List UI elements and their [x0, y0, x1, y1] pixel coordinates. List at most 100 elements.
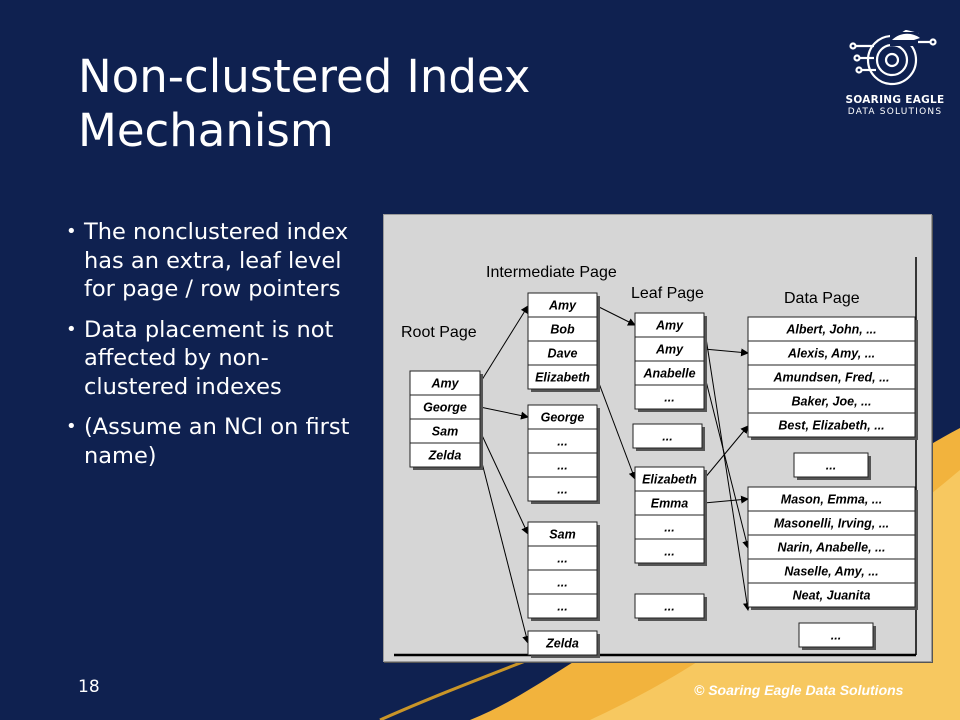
- bullet-item: (Assume an NCI on first name): [64, 413, 364, 470]
- cell-box: [634, 360, 705, 386]
- cell-box: [527, 316, 598, 342]
- page-number: 18: [78, 677, 100, 697]
- cell-box: [527, 428, 598, 454]
- cell-label: Albert, John, ...: [785, 323, 876, 337]
- cell-box: [527, 364, 598, 390]
- cell-label: Masonelli, Irving, ...: [774, 517, 889, 531]
- cell-box: [527, 292, 598, 318]
- cell-label: Sam: [432, 425, 458, 439]
- cell-label: Sam: [549, 528, 575, 542]
- pointer-arrow: [596, 377, 637, 480]
- cell-box: [634, 466, 705, 492]
- cell-box: [527, 545, 598, 571]
- cell-box: [632, 423, 703, 449]
- title-line-1: Non-clustered Index: [78, 50, 531, 103]
- pointer-arrow: [703, 495, 749, 504]
- pointer-arrow: [479, 454, 531, 644]
- cell-label: Zelda: [428, 449, 462, 463]
- cell-box: [409, 442, 481, 468]
- cell-label: ...: [664, 391, 674, 405]
- cell-label: Neat, Juanita: [793, 589, 871, 603]
- cell-label: Alexis, Amy, ...: [787, 347, 875, 361]
- pointer-arrow: [703, 425, 749, 480]
- page-boxes: AmyGeorgeSamZeldaAmyBobDaveElizabethGeor…: [409, 292, 918, 658]
- pointer-arrow: [703, 372, 751, 549]
- leaf-page-box: ElizabethEmma......: [634, 466, 707, 566]
- bullet-item: The nonclustered index has an extra, lea…: [64, 218, 364, 304]
- bullet-list: The nonclustered index has an extra, lea…: [64, 218, 364, 482]
- leaf-page-box: AmyAmyAnabelle...: [634, 312, 707, 412]
- data-page-box: ...: [793, 452, 871, 480]
- data-page-box: Albert, John, ... Alexis, Amy, ... Amundse…: [747, 316, 918, 440]
- cell-label: ...: [664, 600, 674, 614]
- cell-box: [747, 582, 916, 608]
- cell-box: [747, 412, 916, 438]
- cell-label: Anabelle: [642, 367, 695, 381]
- data-page-box: Mason, Emma, ... Masonelli, Irving, ... Na…: [747, 486, 918, 610]
- cell-label: ...: [557, 435, 567, 449]
- pointer-arrow: [703, 324, 751, 611]
- cell-label: Bob: [550, 323, 575, 337]
- cell-label: Best, Elizabeth, ...: [778, 419, 884, 433]
- cell-box: [527, 569, 598, 595]
- cell-label: ...: [557, 483, 567, 497]
- slide-title: Non-clustered Index Mechanism: [78, 50, 718, 158]
- cell-label: ...: [664, 521, 674, 535]
- cell-box: [634, 384, 705, 410]
- heading-leaf: Leaf Page: [631, 285, 704, 302]
- cell-box: [747, 340, 916, 366]
- company-logo: SOARING EAGLE DATA SOLUTIONS: [834, 29, 956, 122]
- cell-box: [793, 452, 869, 478]
- cell-box: [747, 534, 916, 560]
- cell-label: ...: [662, 430, 672, 444]
- leaf-page-box: ...: [634, 593, 707, 621]
- pointer-arrow: [596, 305, 636, 326]
- cell-label: Amy: [430, 377, 459, 391]
- cell-box: [409, 370, 481, 396]
- cell-label: ...: [557, 459, 567, 473]
- eagle-circuit-icon: [849, 29, 937, 86]
- cell-label: ...: [826, 459, 836, 473]
- cell-box: [527, 452, 598, 478]
- pointer-arrow: [479, 430, 529, 535]
- cell-label: George: [541, 411, 585, 425]
- intermediate-page-box: Zelda: [527, 630, 600, 658]
- cell-box: [747, 510, 916, 536]
- pointer-arrows: [479, 305, 751, 644]
- pointer-arrow: [479, 406, 529, 420]
- cell-label: Elizabeth: [642, 473, 697, 487]
- cell-label: Zelda: [545, 637, 579, 651]
- cell-label: Amy: [655, 319, 684, 333]
- logo-name: SOARING EAGLE: [845, 94, 945, 106]
- footer-copyright: © Soaring Eagle Data Solutions: [694, 682, 904, 698]
- logo-subtitle: DATA SOLUTIONS: [847, 107, 943, 117]
- title-line-2: Mechanism: [78, 104, 334, 157]
- cell-label: Elizabeth: [535, 371, 590, 385]
- cell-label: ...: [831, 629, 841, 643]
- cell-label: Amy: [548, 299, 577, 313]
- cell-label: ...: [557, 576, 567, 590]
- intermediate-page-box: George.........: [527, 404, 600, 504]
- index-tree-diagram: AmyGeorgeSamZeldaAmyBobDaveElizabethGeor…: [394, 257, 918, 658]
- pointer-arrow: [479, 305, 529, 384]
- cell-box: [747, 486, 916, 512]
- cell-label: Dave: [548, 347, 578, 361]
- cell-box: [634, 593, 705, 619]
- cell-label: Naselle, Amy, ...: [784, 565, 878, 579]
- cell-box: [634, 490, 705, 516]
- cell-label: Emma: [651, 497, 689, 511]
- data-page-box: ...: [798, 622, 876, 650]
- pointer-arrow: [703, 348, 749, 357]
- cell-label: Amundsen, Fred, ...: [773, 371, 890, 385]
- cell-box: [798, 622, 874, 648]
- heading-root: Root Page: [401, 324, 477, 341]
- cell-label: Mason, Emma, ...: [781, 493, 882, 507]
- bullet-item: Data placement is not affected by non-cl…: [64, 316, 364, 402]
- cell-label: George: [423, 401, 467, 415]
- cell-box: [527, 630, 598, 656]
- cell-label: ...: [664, 545, 674, 559]
